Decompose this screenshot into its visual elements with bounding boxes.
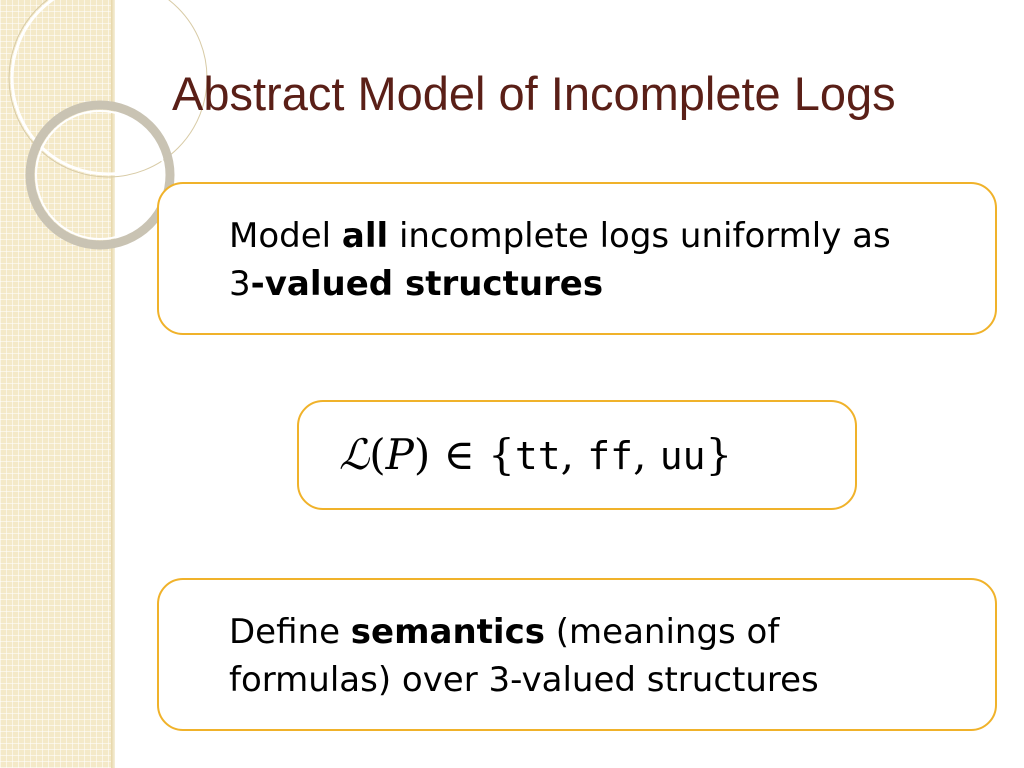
formula-box: ℒ(P) ∈ {tt, ff, uu} [297,400,857,510]
formula-tt: tt [514,434,561,478]
text-segment: Define [229,612,351,652]
formula-comma: , [633,430,660,479]
formula-close-brace: } [705,430,733,479]
semantics-text: Define semantics (meanings of formulas) o… [229,608,819,704]
text-segment: Model [229,216,342,256]
model-logs-text: Model all incomplete logs uniformly as 3-… [229,212,891,308]
bold-all: all [341,216,389,256]
semantics-box: Define semantics (meanings of formulas) o… [157,578,997,731]
side-pattern-strip [0,0,113,768]
formula-uu: uu [659,434,706,478]
bold-valued-structures: -valued structures [250,264,604,304]
formula-var-p: P [385,430,414,479]
formula-open-paren: ( [369,430,386,479]
formula-element-of: ∈ [430,430,489,479]
formula-script-l: ℒ [339,430,370,479]
bold-semantics: semantics [350,612,545,652]
text-segment: (meanings of [544,612,780,652]
formula-close-paren: ) [413,430,431,479]
formula-ff: ff [587,434,634,478]
formula: ℒ(P) ∈ {tt, ff, uu} [339,422,732,489]
side-strip-edge [111,0,115,768]
text-segment: incomplete logs uniformly as [388,216,891,256]
formula-comma: , [560,430,588,479]
model-logs-box: Model all incomplete logs uniformly as 3-… [157,182,997,335]
slide-title: Abstract Model of Incomplete Logs [172,67,896,120]
text-segment: formulas) over 3-valued structures [229,660,819,700]
formula-open-brace: { [488,430,515,479]
text-segment: 3 [229,264,251,304]
